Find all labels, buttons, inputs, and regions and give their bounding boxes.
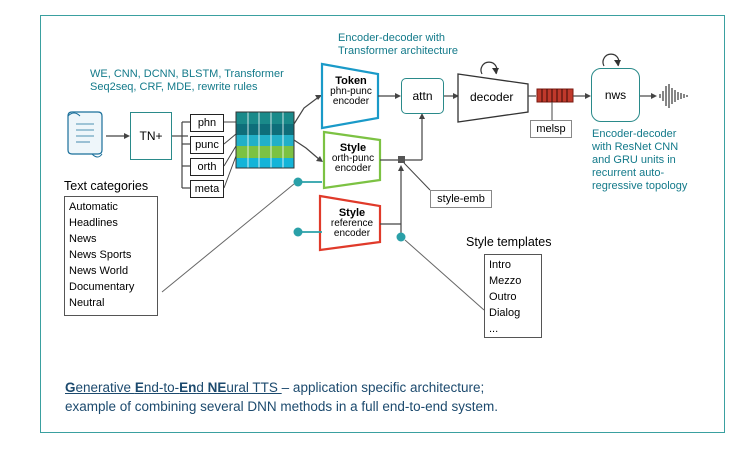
style-templates-list: Intro Mezzo Outro Dialog ... bbox=[484, 254, 542, 338]
attn-box: attn bbox=[401, 78, 444, 114]
list-item: Neutral bbox=[69, 297, 105, 309]
waveform-icon bbox=[659, 84, 688, 108]
tn-plus-label: TN+ bbox=[139, 129, 163, 143]
list-item: Documentary bbox=[69, 281, 135, 293]
style-templates-title: Style templates bbox=[466, 235, 552, 249]
feature-label: meta bbox=[194, 183, 220, 195]
right-note-line1: Encoder-decoder bbox=[592, 128, 677, 140]
list-item: Automatic bbox=[69, 201, 118, 213]
right-note-line3: and GRU units in bbox=[592, 154, 676, 166]
reference-encoder-line2: encoder bbox=[333, 228, 371, 239]
right-note: Encoder-decoder with ResNet CNN and GRU … bbox=[592, 128, 687, 193]
nws-box: nws bbox=[591, 68, 640, 122]
list-item: Outro bbox=[489, 291, 517, 303]
token-encoder-line2: encoder bbox=[332, 96, 370, 107]
token-encoder-title: Token bbox=[335, 75, 367, 87]
list-item: News World bbox=[69, 265, 129, 277]
right-note-line4: recurrent auto- bbox=[592, 167, 665, 179]
attn-label: attn bbox=[412, 89, 433, 103]
left-note-line1: WE, CNN, DCNN, BLSTM, Transformer bbox=[90, 68, 284, 80]
melsp-box: melsp bbox=[530, 120, 572, 138]
caption-line1: Generative End-to-End NEural TTS – appli… bbox=[65, 378, 498, 397]
left-note-line2: Seq2seq, CRF, MDE, rewrite rules bbox=[90, 81, 258, 93]
reference-encoder-line1: reference bbox=[330, 218, 374, 229]
tn-plus-box: TN+ bbox=[130, 112, 172, 160]
list-item: News bbox=[69, 233, 97, 245]
style-encoder-line2: encoder bbox=[334, 163, 372, 174]
list-item: Headlines bbox=[69, 217, 118, 229]
document-icon bbox=[67, 111, 103, 158]
reference-encoder-title: Style bbox=[338, 207, 366, 219]
melsp-label: melsp bbox=[536, 123, 566, 135]
list-item: Mezzo bbox=[489, 275, 522, 287]
melsp-spectrogram bbox=[536, 88, 574, 103]
list-item: Intro bbox=[489, 259, 512, 271]
style-encoder-title: Style bbox=[339, 142, 367, 154]
style-encoder: Style orth-punc encoder bbox=[326, 143, 380, 174]
right-note-line5: regressive topology bbox=[592, 180, 688, 192]
style-emb-label: style-emb bbox=[437, 193, 485, 205]
caption-rest: – application specific architecture; bbox=[281, 380, 485, 395]
caption: Generative End-to-End NEural TTS – appli… bbox=[65, 378, 498, 416]
diagram-frame bbox=[40, 15, 725, 433]
feature-box-meta: meta bbox=[190, 180, 224, 198]
reference-encoder: Style reference encoder bbox=[324, 208, 380, 239]
style-encoder-line1: orth-punc bbox=[331, 153, 375, 164]
list-item: ... bbox=[489, 323, 499, 335]
feature-box-orth: orth bbox=[190, 158, 224, 176]
caption-line2: example of combining several DNN methods… bbox=[65, 399, 498, 414]
right-note-line2: with ResNet CNN bbox=[592, 141, 679, 153]
top-note: Encoder-decoder with Transformer archite… bbox=[338, 32, 458, 58]
list-item: News Sports bbox=[69, 249, 132, 261]
style-emb-box: style-emb bbox=[430, 190, 492, 208]
feature-label: phn bbox=[197, 117, 217, 129]
top-note-line2: Transformer architecture bbox=[338, 45, 459, 57]
feature-box-punc: punc bbox=[190, 136, 224, 154]
text-categories-title: Text categories bbox=[64, 179, 149, 193]
list-item: Dialog bbox=[489, 307, 521, 319]
caption-title: Generative End-to-End NEural TTS bbox=[65, 380, 282, 395]
nws-label: nws bbox=[604, 88, 627, 102]
token-encoder: Token phn-punc encoder bbox=[324, 76, 378, 107]
text-categories-list: Automatic Headlines News News Sports New… bbox=[64, 196, 158, 316]
left-note: WE, CNN, DCNN, BLSTM, Transformer Seq2se… bbox=[90, 68, 284, 94]
feature-box-phn: phn bbox=[190, 114, 224, 132]
top-note-line1: Encoder-decoder with bbox=[338, 32, 446, 44]
embedding-matrix bbox=[235, 111, 295, 169]
feature-label: punc bbox=[195, 139, 219, 151]
feature-label: orth bbox=[197, 161, 217, 173]
decoder-label: decoder bbox=[470, 90, 514, 104]
token-encoder-line1: phn-punc bbox=[330, 86, 372, 97]
